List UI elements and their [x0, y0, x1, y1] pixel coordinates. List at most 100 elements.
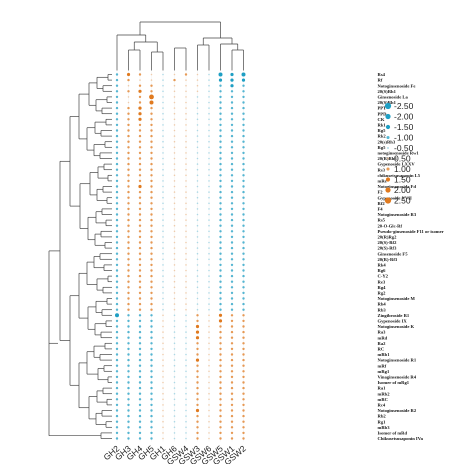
- heatmap-cell: [196, 79, 199, 81]
- row-label: Re3: [378, 279, 386, 284]
- heatmap-cell: [150, 146, 153, 149]
- heatmap-cell: [162, 129, 164, 132]
- heatmap-cell: [208, 152, 210, 154]
- heatmap-cell: [115, 291, 119, 295]
- heatmap-cell: [185, 146, 187, 149]
- heatmap-cell: [115, 179, 119, 183]
- heatmap-cell: [162, 308, 164, 311]
- heatmap-cell: [173, 280, 176, 283]
- heatmap-cell: [115, 112, 119, 115]
- heatmap-cell: [196, 347, 199, 351]
- heatmap-cell: [138, 89, 142, 93]
- heatmap-cell: [115, 409, 119, 412]
- heatmap-cell: [162, 359, 164, 361]
- heatmap-cell: [138, 241, 142, 244]
- heatmap-cell: [196, 112, 199, 115]
- heatmap-cell: [138, 302, 142, 306]
- heatmap-cell: [173, 432, 176, 434]
- heatmap-cell: [173, 118, 176, 121]
- heatmap-cell: [230, 106, 234, 110]
- heatmap-cell: [242, 101, 245, 104]
- heatmap-cell: [230, 286, 234, 289]
- row-label: Notoginsenoside R1: [378, 358, 417, 363]
- heatmap-cell: [115, 297, 119, 300]
- heatmap-cell: [208, 292, 210, 294]
- heatmap-cell: [242, 319, 245, 323]
- heatmap-cell: [150, 79, 153, 81]
- heatmap-cell: [138, 330, 142, 334]
- row-label: Ra1: [378, 386, 387, 391]
- heatmap-cell: [173, 292, 176, 294]
- heatmap-cell: [162, 112, 164, 115]
- heatmap-cell: [185, 331, 187, 333]
- heatmap-cell: [115, 263, 119, 267]
- heatmap-cell: [219, 190, 222, 194]
- heatmap-cell: [138, 146, 142, 149]
- heatmap-cell: [127, 263, 130, 267]
- heatmap-cell: [208, 90, 210, 93]
- heatmap-cell: [219, 414, 222, 418]
- heatmap-cell: [196, 124, 199, 126]
- heatmap-cell: [115, 381, 119, 384]
- heatmap-cell: [185, 180, 187, 182]
- heatmap-cell: [162, 224, 164, 227]
- heatmap-cell: [230, 302, 234, 306]
- heatmap-cell: [242, 129, 245, 132]
- heatmap-cell: [138, 353, 142, 356]
- heatmap-cell: [138, 274, 142, 278]
- row-label: mRb1: [378, 352, 391, 357]
- heatmap-cell: [150, 118, 153, 121]
- heatmap-cell: [150, 134, 153, 138]
- heatmap-cell: [127, 420, 130, 423]
- heatmap-cell: [115, 308, 119, 311]
- heatmap-cell: [196, 90, 199, 93]
- heatmap-cell: [230, 151, 234, 155]
- heatmap-cell: [230, 224, 234, 227]
- heatmap-cell: [115, 140, 119, 143]
- heatmap-cell: [162, 230, 164, 233]
- heatmap-cell: [150, 420, 153, 423]
- heatmap-cell: [208, 376, 210, 378]
- heatmap-cell: [219, 420, 222, 423]
- heatmap-cell: [208, 314, 210, 317]
- row-label: Isomer of mRd: [378, 431, 408, 436]
- heatmap-cell: [219, 437, 222, 440]
- heatmap-cell: [127, 106, 130, 110]
- row-label: Rg4: [378, 285, 387, 290]
- heatmap-cell: [196, 342, 199, 345]
- heatmap-cell: [185, 308, 187, 311]
- heatmap-cell: [138, 342, 142, 345]
- heatmap-cell: [127, 218, 130, 222]
- heatmap-cell: [138, 426, 142, 429]
- heatmap-cell: [230, 258, 234, 261]
- heatmap-cell: [127, 409, 130, 412]
- heatmap-cell: [150, 90, 153, 93]
- heatmap-cell: [138, 386, 142, 390]
- heatmap-cell: [173, 404, 176, 406]
- heatmap-cell: [185, 252, 187, 255]
- heatmap-cell: [185, 118, 187, 121]
- heatmap-cell: [173, 219, 176, 221]
- heatmap-cell: [162, 353, 164, 356]
- heatmap-cell: [162, 90, 164, 93]
- heatmap-cell: [219, 106, 222, 110]
- heatmap-cell: [219, 426, 222, 429]
- heatmap-cell: [208, 140, 210, 143]
- heatmap-cell: [242, 403, 245, 407]
- heatmap-cell: [138, 414, 142, 418]
- heatmap-cell: [242, 381, 245, 384]
- heatmap-cell: [219, 112, 222, 115]
- heatmap-cell: [242, 90, 245, 93]
- heatmap-cell: [138, 218, 142, 222]
- row-label: Ginsenoside La: [378, 95, 409, 100]
- heatmap-cell: [115, 258, 119, 261]
- heatmap-cell: [208, 275, 210, 277]
- heatmap-cell: [230, 409, 234, 412]
- heatmap-cell: [230, 112, 234, 115]
- heatmap-cell: [173, 174, 176, 177]
- heatmap-cell: [230, 207, 234, 211]
- heatmap-cell: [162, 180, 164, 182]
- heatmap-cell: [173, 191, 176, 193]
- heatmap-cell: [185, 264, 187, 266]
- row-label: 20(R)Rh3: [378, 156, 398, 161]
